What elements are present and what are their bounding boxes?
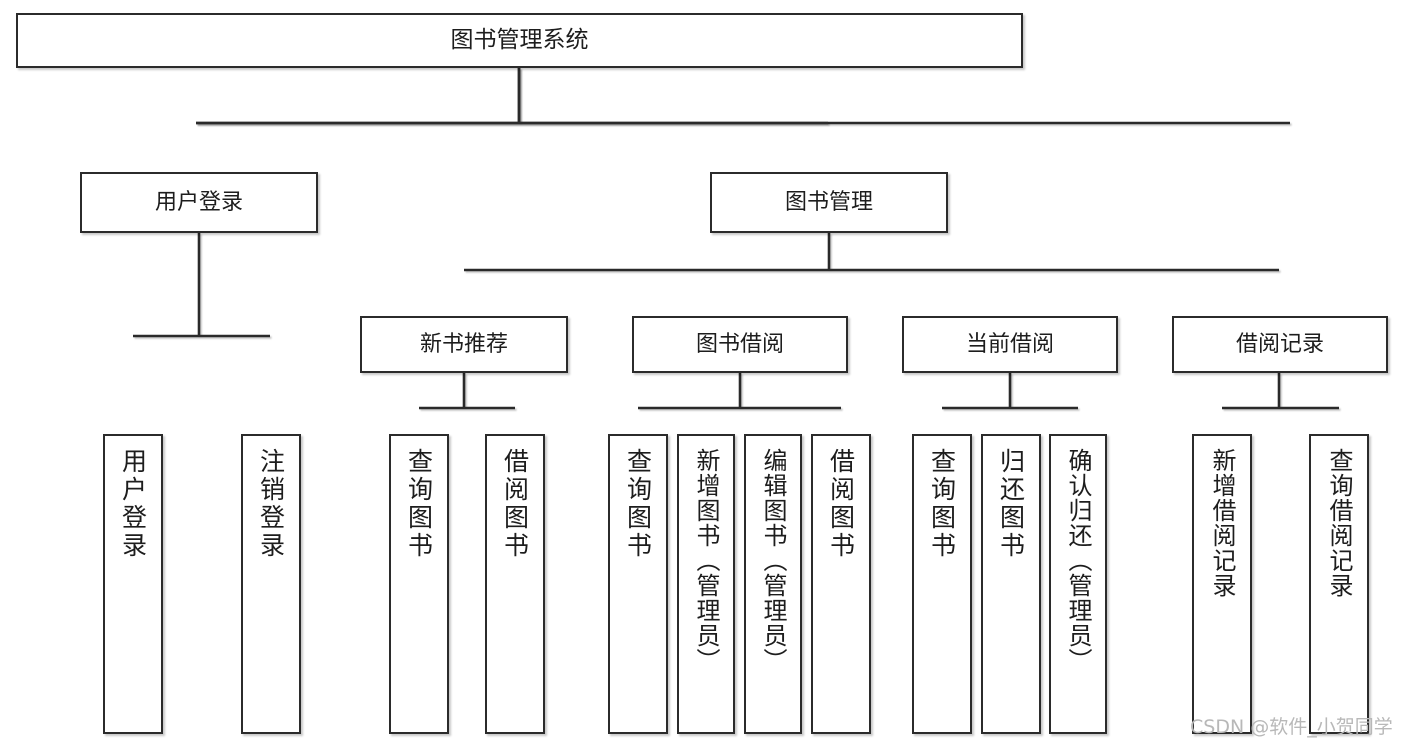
node-label: 图书借阅	[695, 331, 784, 357]
node-user-login[interactable]: 用户登录	[80, 172, 318, 233]
node-leaf-query-book-1[interactable]: 查询图书	[389, 434, 449, 734]
node-new-book-rec[interactable]: 新书推荐	[360, 316, 568, 373]
node-leaf-logout[interactable]: 注销登录	[241, 434, 301, 734]
node-leaf-return-book[interactable]: 归还图书	[981, 434, 1041, 734]
node-label: 图书管理	[784, 189, 873, 215]
node-leaf-query-book-3[interactable]: 查询图书	[912, 434, 972, 734]
node-label: 新书推荐	[419, 331, 508, 357]
node-leaf-user-login[interactable]: 用户登录	[103, 434, 163, 734]
node-label: 借阅记录	[1235, 331, 1324, 357]
node-current-borrow[interactable]: 当前借阅	[902, 316, 1118, 373]
node-label: 用户登录	[118, 448, 148, 560]
node-label: 图书管理系统	[450, 26, 589, 53]
node-label: 借阅图书	[826, 448, 856, 560]
node-label: 查询图书	[404, 448, 434, 560]
node-leaf-borrow-book-2[interactable]: 借阅图书	[811, 434, 871, 734]
node-label: 新增图书（管理员）	[692, 448, 720, 673]
node-leaf-query-record[interactable]: 查询借阅记录	[1309, 434, 1369, 734]
node-label: 借阅图书	[500, 448, 530, 560]
node-leaf-borrow-book-1[interactable]: 借阅图书	[485, 434, 545, 734]
node-root-system[interactable]: 图书管理系统	[16, 13, 1023, 68]
node-label: 用户登录	[154, 189, 243, 215]
node-label: 归还图书	[996, 448, 1026, 560]
node-label: 查询图书	[623, 448, 653, 560]
node-leaf-add-book[interactable]: 新增图书（管理员）	[677, 434, 735, 734]
node-book-borrow[interactable]: 图书借阅	[632, 316, 848, 373]
node-label: 确认归还（管理员）	[1064, 448, 1092, 673]
node-label: 注销登录	[256, 448, 286, 560]
node-leaf-edit-book[interactable]: 编辑图书（管理员）	[744, 434, 802, 734]
node-book-manage[interactable]: 图书管理	[710, 172, 948, 233]
node-label: 编辑图书（管理员）	[759, 448, 787, 673]
node-borrow-record[interactable]: 借阅记录	[1172, 316, 1388, 373]
node-label: 查询图书	[927, 448, 957, 560]
csdn-watermark: CSDN @软件_小贺同学	[1190, 716, 1393, 738]
node-leaf-confirm-return[interactable]: 确认归还（管理员）	[1049, 434, 1107, 734]
node-label: 新增借阅记录	[1208, 448, 1236, 598]
node-label: 当前借阅	[965, 331, 1054, 357]
node-leaf-add-record[interactable]: 新增借阅记录	[1192, 434, 1252, 734]
node-label: 查询借阅记录	[1325, 448, 1353, 598]
node-leaf-query-book-2[interactable]: 查询图书	[608, 434, 668, 734]
